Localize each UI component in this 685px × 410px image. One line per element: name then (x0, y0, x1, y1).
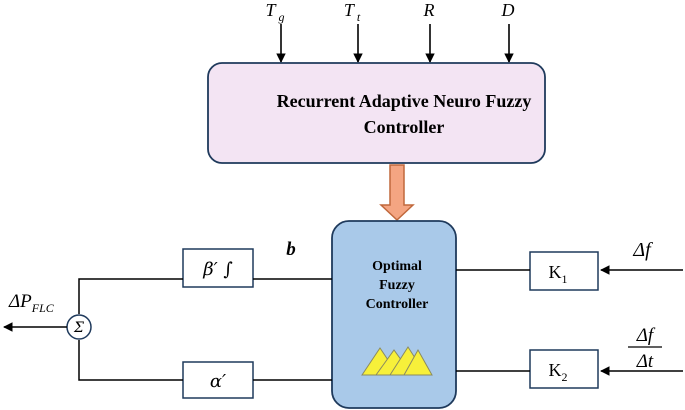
ranfc-block (207, 62, 546, 164)
k2-label: K2 (549, 360, 568, 384)
input-label-d: D (501, 0, 515, 20)
dfdt-numerator: Δf (636, 325, 656, 346)
input-label-r: R (423, 0, 435, 20)
k1-label: K1 (549, 262, 568, 286)
summing-junction-symbol: Σ (73, 320, 84, 336)
ranfc-title-line2: Controller (364, 117, 445, 137)
k1-gain-block (529, 251, 599, 291)
dfdt-denominator: Δt (636, 351, 654, 372)
input-arrows (276, 24, 514, 63)
beta-integral-label: β′ ∫ (202, 259, 233, 280)
df-label: Δf (632, 239, 653, 261)
ofc-title-line3: Controller (366, 297, 429, 312)
output-label: ΔPFLC (8, 291, 55, 315)
ofc-block (331, 220, 457, 409)
left-connections (78, 278, 332, 381)
membership-functions-icon (361, 346, 433, 376)
ofc-title-line1: Optimal (372, 259, 422, 274)
beta-integral-block (182, 248, 254, 288)
b-label: b (286, 239, 296, 260)
k2-gain-block (529, 349, 599, 389)
ranfc-title-line1: Recurrent Adaptive Neuro Fuzzy (277, 91, 532, 111)
right-connections (456, 265, 683, 376)
alpha-block (182, 361, 254, 399)
alpha-label: α′ (210, 371, 226, 392)
tuning-arrow (379, 164, 415, 222)
ofc-title-line2: Fuzzy (379, 278, 415, 293)
